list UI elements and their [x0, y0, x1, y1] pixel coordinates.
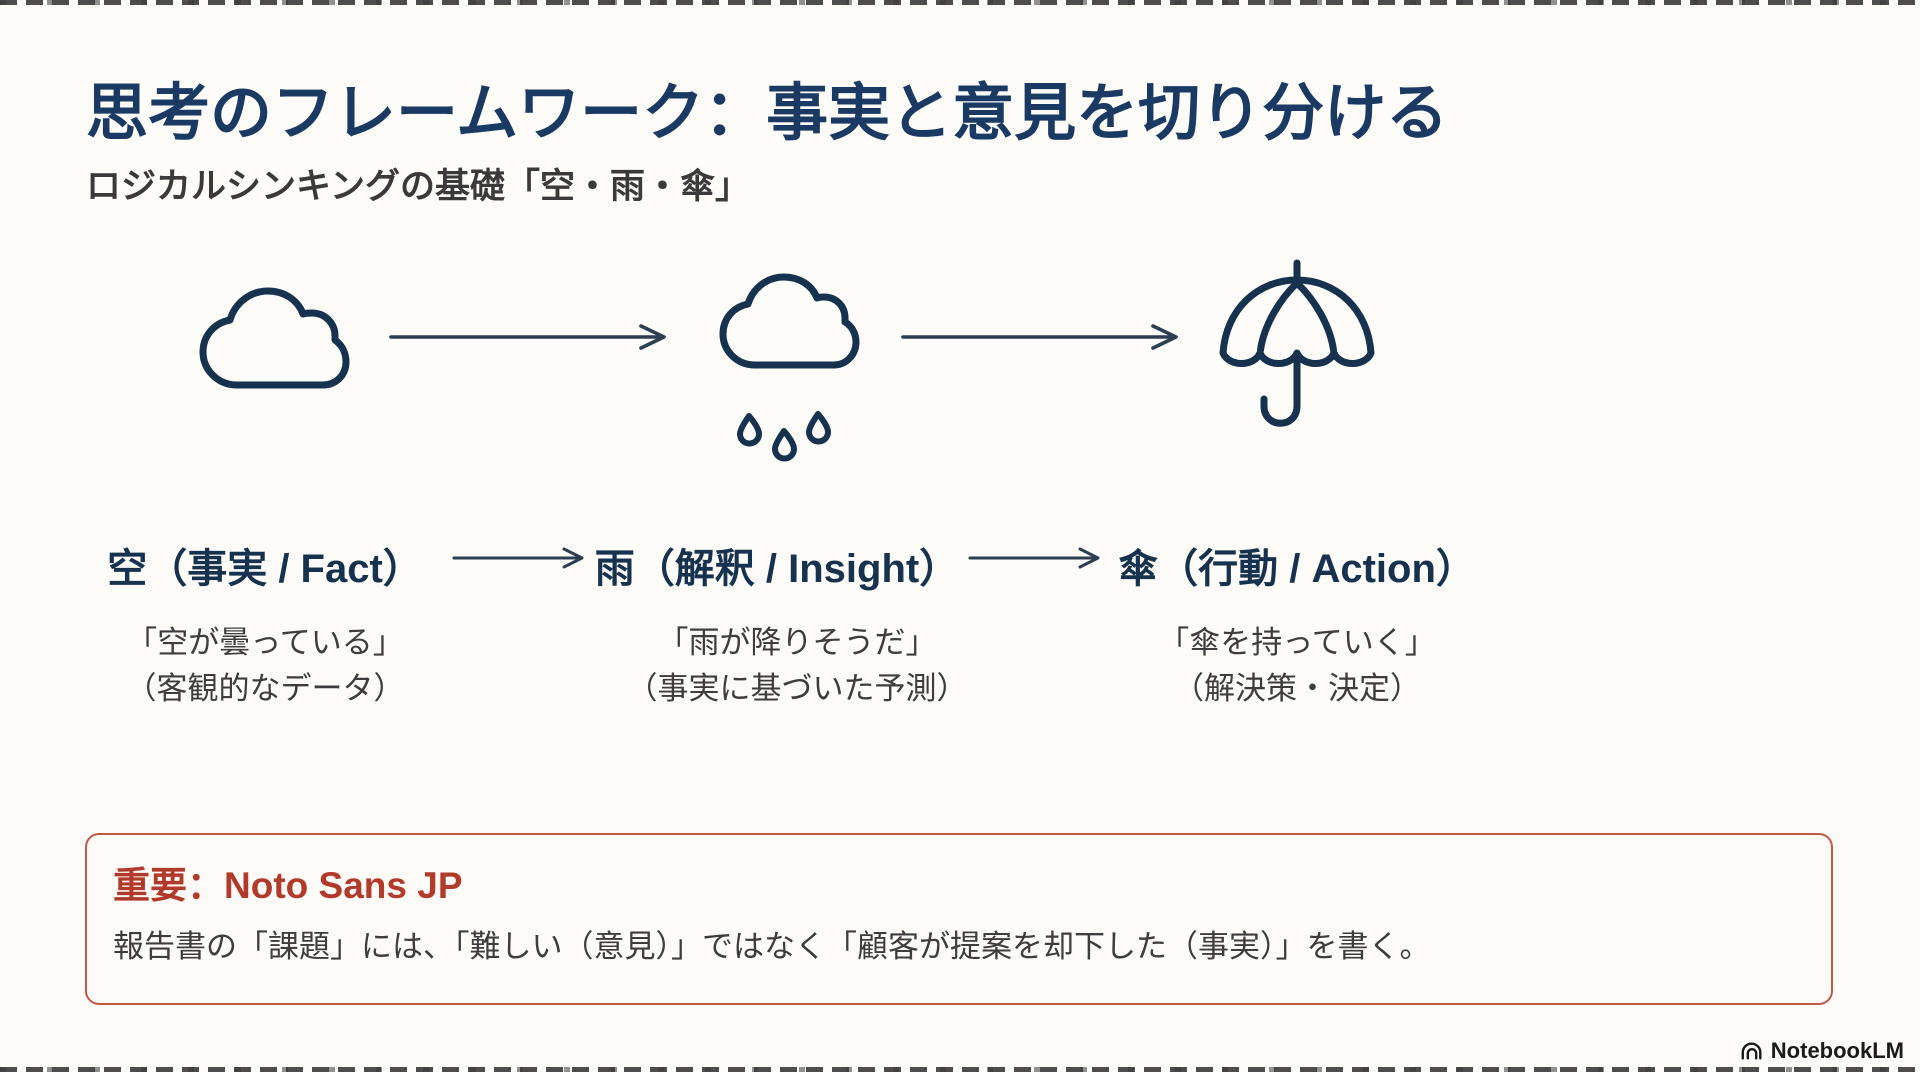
callout-body: 報告書の「課題」には、「難しい（意見）」ではなく「顧客が提案を却下した（事実）」…	[113, 929, 1431, 964]
callout-heading: 重要：Noto Sans JP	[113, 865, 463, 906]
cloud-icon	[192, 284, 352, 394]
step-desc-sky-quote: 「空が曇っている」	[126, 625, 404, 660]
step-desc-rain-note: （事実に基づいた予測）	[626, 670, 968, 706]
flow-arrow-labels-1	[452, 545, 592, 576]
umbrella-icon	[1212, 256, 1382, 446]
flow-arrow-icons-1	[388, 322, 678, 357]
step-desc-umbrella-note: （解決策・決定）	[1173, 670, 1421, 706]
flow-arrow-labels-2	[968, 545, 1108, 576]
step-desc-umbrella-quote: 「傘を持っていく」	[1158, 625, 1436, 660]
step-desc-rain-quote: 「雨が降りそうだ」	[657, 625, 937, 660]
page-subtitle: ロジカルシンキングの基礎「空・雨・傘」	[86, 167, 750, 206]
step-desc-rain: 「雨が降りそうだ」 （事実に基づいた予測）	[562, 620, 1032, 712]
top-edge-artifact	[0, 0, 1920, 5]
step-desc-sky: 「空が曇っている」 （客観的なデータ）	[30, 620, 500, 712]
step-label-sky: 空（事実 / Fact）	[107, 547, 423, 591]
notebooklm-logo-icon	[1740, 1041, 1764, 1061]
step-label-rain: 雨（解釈 / Insight）	[594, 547, 960, 591]
flow-arrow-icons-2	[900, 322, 1190, 357]
step-desc-umbrella: 「傘を持っていく」 （解決策・決定）	[1062, 620, 1532, 712]
step-desc-sky-note: （客観的なデータ）	[125, 670, 405, 706]
notebooklm-brand: NotebookLM	[1740, 1038, 1904, 1064]
page-title: 思考のフレームワーク：事実と意見を切り分ける	[86, 79, 1449, 148]
important-callout-box: 重要：Noto Sans JP 報告書の「課題」には、「難しい（意見）」ではなく…	[85, 833, 1833, 1005]
rain-cloud-icon	[712, 268, 862, 493]
step-label-umbrella: 傘（行動 / Action）	[1118, 547, 1476, 591]
notebooklm-brand-label: NotebookLM	[1770, 1038, 1904, 1063]
bottom-edge-artifact	[0, 1067, 1920, 1072]
